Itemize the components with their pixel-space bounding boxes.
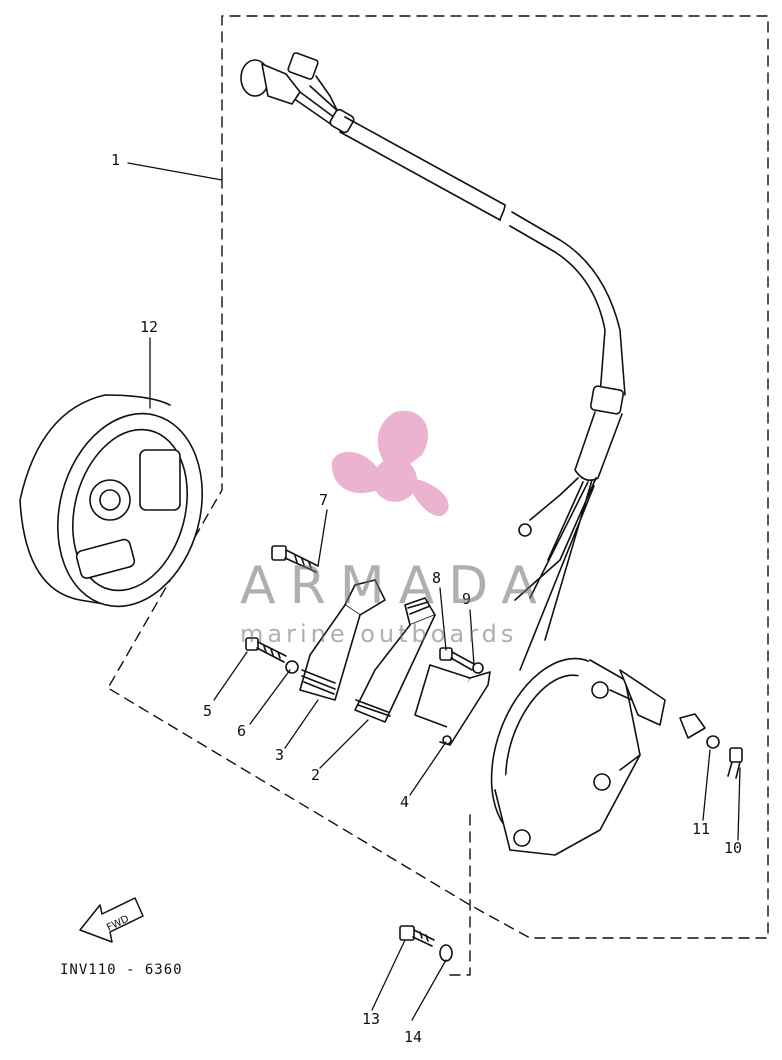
callout-1: 1 (111, 151, 121, 169)
bolt-7 (271, 545, 319, 573)
wire-harness (240, 52, 626, 671)
callout-7: 7 (319, 491, 329, 509)
bolt-13 (399, 925, 435, 947)
fwd-arrow-icon (79, 897, 144, 943)
callout-14: 14 (404, 1028, 423, 1046)
callout-8: 8 (432, 569, 442, 587)
washer-14 (439, 944, 453, 962)
charge-coil-3 (299, 579, 386, 701)
screw-5 (245, 637, 287, 663)
callout-5: 5 (203, 702, 213, 720)
stator-base-bracket (490, 657, 666, 856)
screw-10 (727, 747, 743, 779)
flywheel-rotor (19, 394, 204, 608)
dashed-assembly-outline (107, 15, 769, 976)
base-plate-4 (414, 664, 491, 746)
callout-10: 10 (724, 839, 743, 857)
callout-9: 9 (462, 590, 472, 608)
callout-2: 2 (311, 766, 321, 784)
clip-bracket (679, 713, 706, 739)
callout-6: 6 (237, 722, 247, 740)
callout-4: 4 (400, 793, 410, 811)
washer-11 (706, 735, 720, 749)
watermark-brand: ARMADA (240, 556, 551, 616)
callout-11: 11 (692, 820, 711, 838)
callout-12: 12 (140, 318, 159, 336)
watermark-tagline: marine outboards (240, 620, 518, 648)
callout-13: 13 (362, 1010, 381, 1028)
armada-propeller-logo (331, 410, 449, 517)
leader-lines (127, 162, 741, 1021)
screw-8 (439, 647, 484, 674)
drawing-code: INV110 - 6360 (60, 962, 183, 978)
callout-3: 3 (275, 746, 285, 764)
washer-6 (285, 660, 299, 674)
pulser-coil-2 (354, 597, 436, 723)
